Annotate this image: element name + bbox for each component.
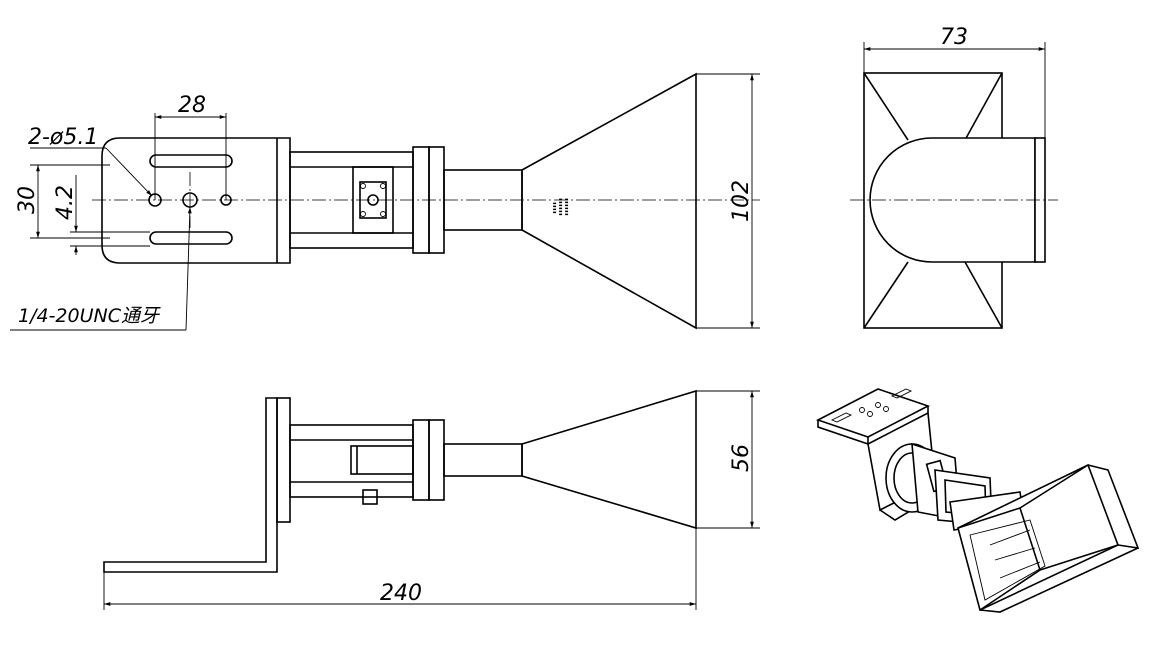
dim-horn-height: 102 bbox=[729, 180, 754, 222]
dim-hole-callout: 2-ø5.1 bbox=[28, 125, 98, 150]
dim-overall-length: 240 bbox=[380, 581, 422, 606]
dim-horn-width: 73 bbox=[940, 25, 968, 50]
top-view-dimensions: 28 2-ø5.1 30 4.2 1/4-20UNC通牙 102 bbox=[10, 73, 760, 331]
top-view: ▮▮▮▮ ▮▮▮▮▮▮ ▮▮▮▮▮▮ bbox=[92, 72, 760, 330]
dim-horn-depth: 56 bbox=[729, 444, 754, 472]
dim-bracket-height: 30 bbox=[15, 186, 40, 214]
svg-text:▮▮▮▮▮▮: ▮▮▮▮▮▮ bbox=[558, 198, 564, 216]
dim-hole-offset: 4.2 bbox=[53, 185, 78, 220]
side-view bbox=[103, 389, 697, 573]
svg-text:▮▮▮▮: ▮▮▮▮ bbox=[552, 202, 558, 214]
end-view-dimensions: 73 bbox=[863, 25, 1046, 138]
dim-thread-callout: 1/4-20UNC通牙 bbox=[18, 305, 161, 327]
svg-text:▮▮▮▮▮▮: ▮▮▮▮▮▮ bbox=[564, 198, 570, 216]
side-view-dimensions: 56 240 bbox=[103, 390, 760, 610]
isometric-view bbox=[815, 388, 1140, 613]
dim-slot-spacing: 28 bbox=[178, 93, 206, 118]
end-view bbox=[850, 72, 1058, 329]
